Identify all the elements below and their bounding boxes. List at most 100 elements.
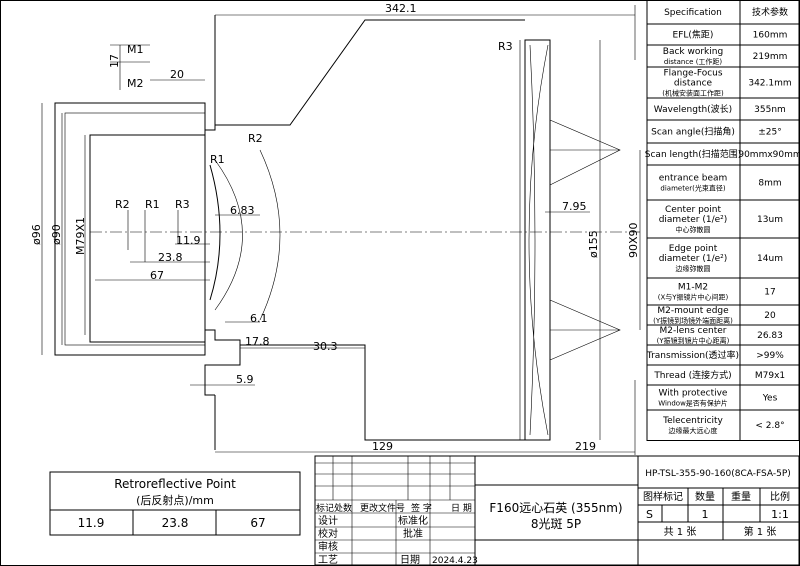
spec-row-value: 8mm [758,179,781,189]
label-r3: R3 [498,40,513,53]
spec-row-label: (机械安装面工作距) [662,89,724,98]
spec-row-value: < 2.8° [755,421,784,431]
spec-row-label: M1-M2 [678,283,708,293]
dim-6-83: 6.83 [230,204,255,217]
rev-header-mark: 标记 [316,502,334,514]
drawing-title-line2: 8光斑 5P [531,517,581,531]
spec-row-label: Edge point [669,244,718,254]
dim-dia-96: ø96 [30,224,43,245]
spec-header-cn: 技术参数 [752,6,788,18]
label-review: 审核 [318,540,338,553]
dim-7-95: 7.95 [562,200,587,213]
spec-row-label: Wavelength(波长) [654,103,732,115]
dim-dia-90: ø90 [50,224,63,245]
total-sheets: 共 1 张 [664,526,697,538]
label-approve: 批准 [403,527,423,540]
spec-row-label: 中心弥散圆 [676,225,711,234]
spec-row-label: (X与Y振镜片中心间距) [658,293,729,302]
spec-row-value: 26.83 [757,331,783,341]
spec-row-label: Back working [663,47,723,57]
spec-row-label: 边缘最大远心度 [669,426,718,435]
rev-header-sign: 签 字 [411,502,432,514]
spec-row-label: distance (工作距) [664,57,723,66]
spec-row-label: (Y振镜到镜片中心距离) [657,336,730,345]
spec-row-label: entrance beam [659,174,728,184]
dim-dia-155: ø155 [587,230,600,258]
spec-row-value: M79x1 [755,371,785,381]
retroreflective-table: Retroreflective Point (后反射点)/mm 11.9 23.… [49,471,301,536]
spec-row-value: Yes [762,394,778,404]
dim-219: 219 [575,440,596,453]
spec-row-label: EFL(焦距) [673,29,714,41]
retro-value: 23.8 [162,516,189,530]
spec-row-value: 13um [757,215,783,225]
spec-row-label: M2-lens center [660,326,727,336]
spec-row-label: Transmission(透过率) [646,349,739,361]
dim-thread: M79X1 [74,217,87,255]
spec-header-en: Specification [664,8,722,18]
dim-scan-field: 90X90 [627,222,640,258]
spec-row-label: distance [674,79,713,89]
spec-row-value: 17 [764,288,775,298]
spec-row-label: diameter (1/e²) [659,254,728,264]
spec-row-label: Center point [665,205,722,215]
dim-23-8: 23.8 [158,251,183,264]
spec-row-label: Scan length(扫描范围) [645,148,741,160]
dim-30-3: 30.3 [313,340,338,353]
dim-67: 67 [150,269,164,282]
spec-row-label: diameter (1/e²) [659,215,728,225]
spec-row-value: 20 [764,311,776,321]
rev-header-date: 日 期 [451,503,472,514]
retro-title: Retroreflective Point [114,477,236,491]
col-header-quantity: 数量 [695,490,715,503]
retro-value: 67 [250,516,265,530]
col-header-weight: 重量 [731,490,751,503]
retro-subtitle: (后反射点)/mm [136,493,214,507]
spec-row-value: >99% [756,351,784,361]
spec-row-label: Thread (连接方式) [653,369,731,381]
label-standardize: 标准化 [398,514,428,527]
spec-row-label: Telecentricity [662,416,723,426]
dimension-lines [41,5,641,455]
spec-row-label: diameter(光束直径) [660,184,725,193]
col-header-mark: 图样标记 [643,490,683,503]
title-block: 标记 处数 更改文件号 签 字 日 期 设计 标准化 校对 批准 审核 工艺 日… [314,455,800,566]
dim-6-1: 6.1 [250,312,268,325]
rev-header-count: 处数 [334,502,352,514]
dim-129: 129 [372,440,393,453]
spec-row-label: With protective [659,389,728,399]
label-m1: M1 [127,43,144,56]
dim-5-9: 5.9 [236,373,254,386]
spec-row-value: 219mm [753,52,788,62]
label-m2: M2 [127,77,144,90]
label-r3-left: R3 [175,198,190,211]
sheet-number: 第 1 张 [744,525,777,538]
label-design: 设计 [318,514,338,527]
scale-value: 1:1 [771,508,789,521]
dim-total-length: 342.1 [385,2,417,15]
dim-17-8: 17.8 [245,335,270,348]
label-r1: R1 [210,153,225,166]
spec-row-value: 14um [757,254,783,264]
quantity-value: 1 [702,508,709,521]
dim-m1-m2: 17 [108,54,121,68]
label-date: 日期 [400,554,420,566]
spec-row-value: ±25° [758,128,782,138]
label-r2: R2 [248,132,263,145]
spec-row-label: 边缘弥散圆 [676,264,711,273]
col-header-scale: 比例 [770,490,790,503]
spec-row-label: Window是否有保护片 [658,399,728,408]
spec-row-value: 342.1mm [748,79,791,89]
spec-row-label: Scan angle(扫描角) [651,126,735,138]
label-check: 校对 [318,527,338,540]
retro-value: 11.9 [78,516,105,530]
spec-row-label: Flange-Focus [663,69,722,79]
label-r1-left: R1 [145,198,160,211]
dim-11-9: 11.9 [176,234,201,247]
label-process: 工艺 [318,554,338,566]
drawing-title-line1: F160远心石英 (355nm) [489,501,622,515]
spec-row-label: M2-mount edge [657,306,729,316]
drawing-mark: S [646,508,653,521]
